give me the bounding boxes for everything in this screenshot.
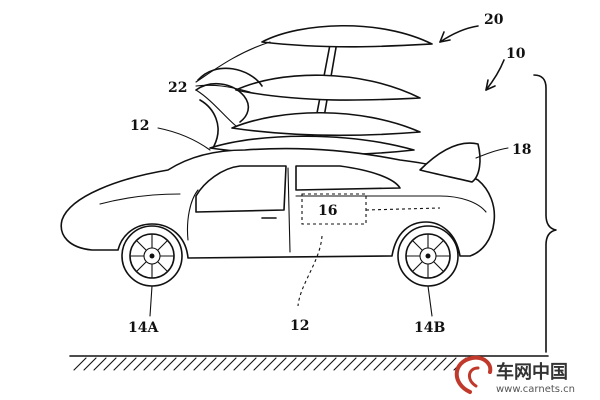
rear-body-line	[295, 195, 487, 213]
hood-line	[99, 193, 181, 205]
door-outline	[186, 167, 291, 253]
component-box-link	[365, 207, 441, 211]
leader-22	[195, 41, 271, 127]
leader-12-top	[157, 127, 211, 151]
leader-12-bottom	[297, 235, 323, 307]
wing-stack	[195, 24, 433, 156]
label-20: 20	[484, 12, 504, 28]
wing-3	[231, 111, 421, 137]
watermark-brand: 车网中国	[496, 361, 568, 383]
leader-18	[475, 147, 509, 159]
bracket-10	[533, 74, 557, 353]
leader-14b	[427, 285, 433, 317]
label-12-top: 12	[130, 118, 149, 134]
rear-window	[295, 165, 401, 191]
ground-hatching	[73, 357, 467, 371]
label-10: 10	[506, 46, 526, 62]
label-12-bottom: 12	[290, 318, 309, 334]
rear-spoiler	[419, 142, 481, 183]
leader-lines	[149, 25, 509, 317]
label-22: 22	[168, 80, 187, 96]
wing-2	[235, 74, 421, 101]
leader-14a	[149, 285, 153, 317]
wing-link-1	[195, 83, 250, 123]
wing-link-3	[199, 99, 219, 147]
car	[60, 142, 496, 307]
ground	[69, 355, 549, 371]
arrow-20	[439, 31, 451, 43]
arrow-10	[485, 79, 496, 91]
component-box-16	[301, 193, 367, 225]
label-14b: 14B	[414, 320, 445, 336]
watermark-logo-icon	[454, 355, 493, 394]
leader-20	[439, 25, 479, 43]
front-wheel	[121, 225, 183, 287]
label-16: 16	[318, 203, 337, 219]
watermark: 车网中国 www.carnets.cn	[454, 355, 575, 395]
label-18: 18	[512, 142, 531, 158]
rear-wheel	[397, 225, 459, 287]
wing-link-2	[197, 67, 263, 87]
wing-1	[261, 24, 433, 48]
label-14a: 14A	[128, 320, 159, 336]
leader-10	[485, 59, 505, 91]
front-window	[195, 165, 287, 213]
watermark-url: www.carnets.cn	[496, 384, 575, 395]
